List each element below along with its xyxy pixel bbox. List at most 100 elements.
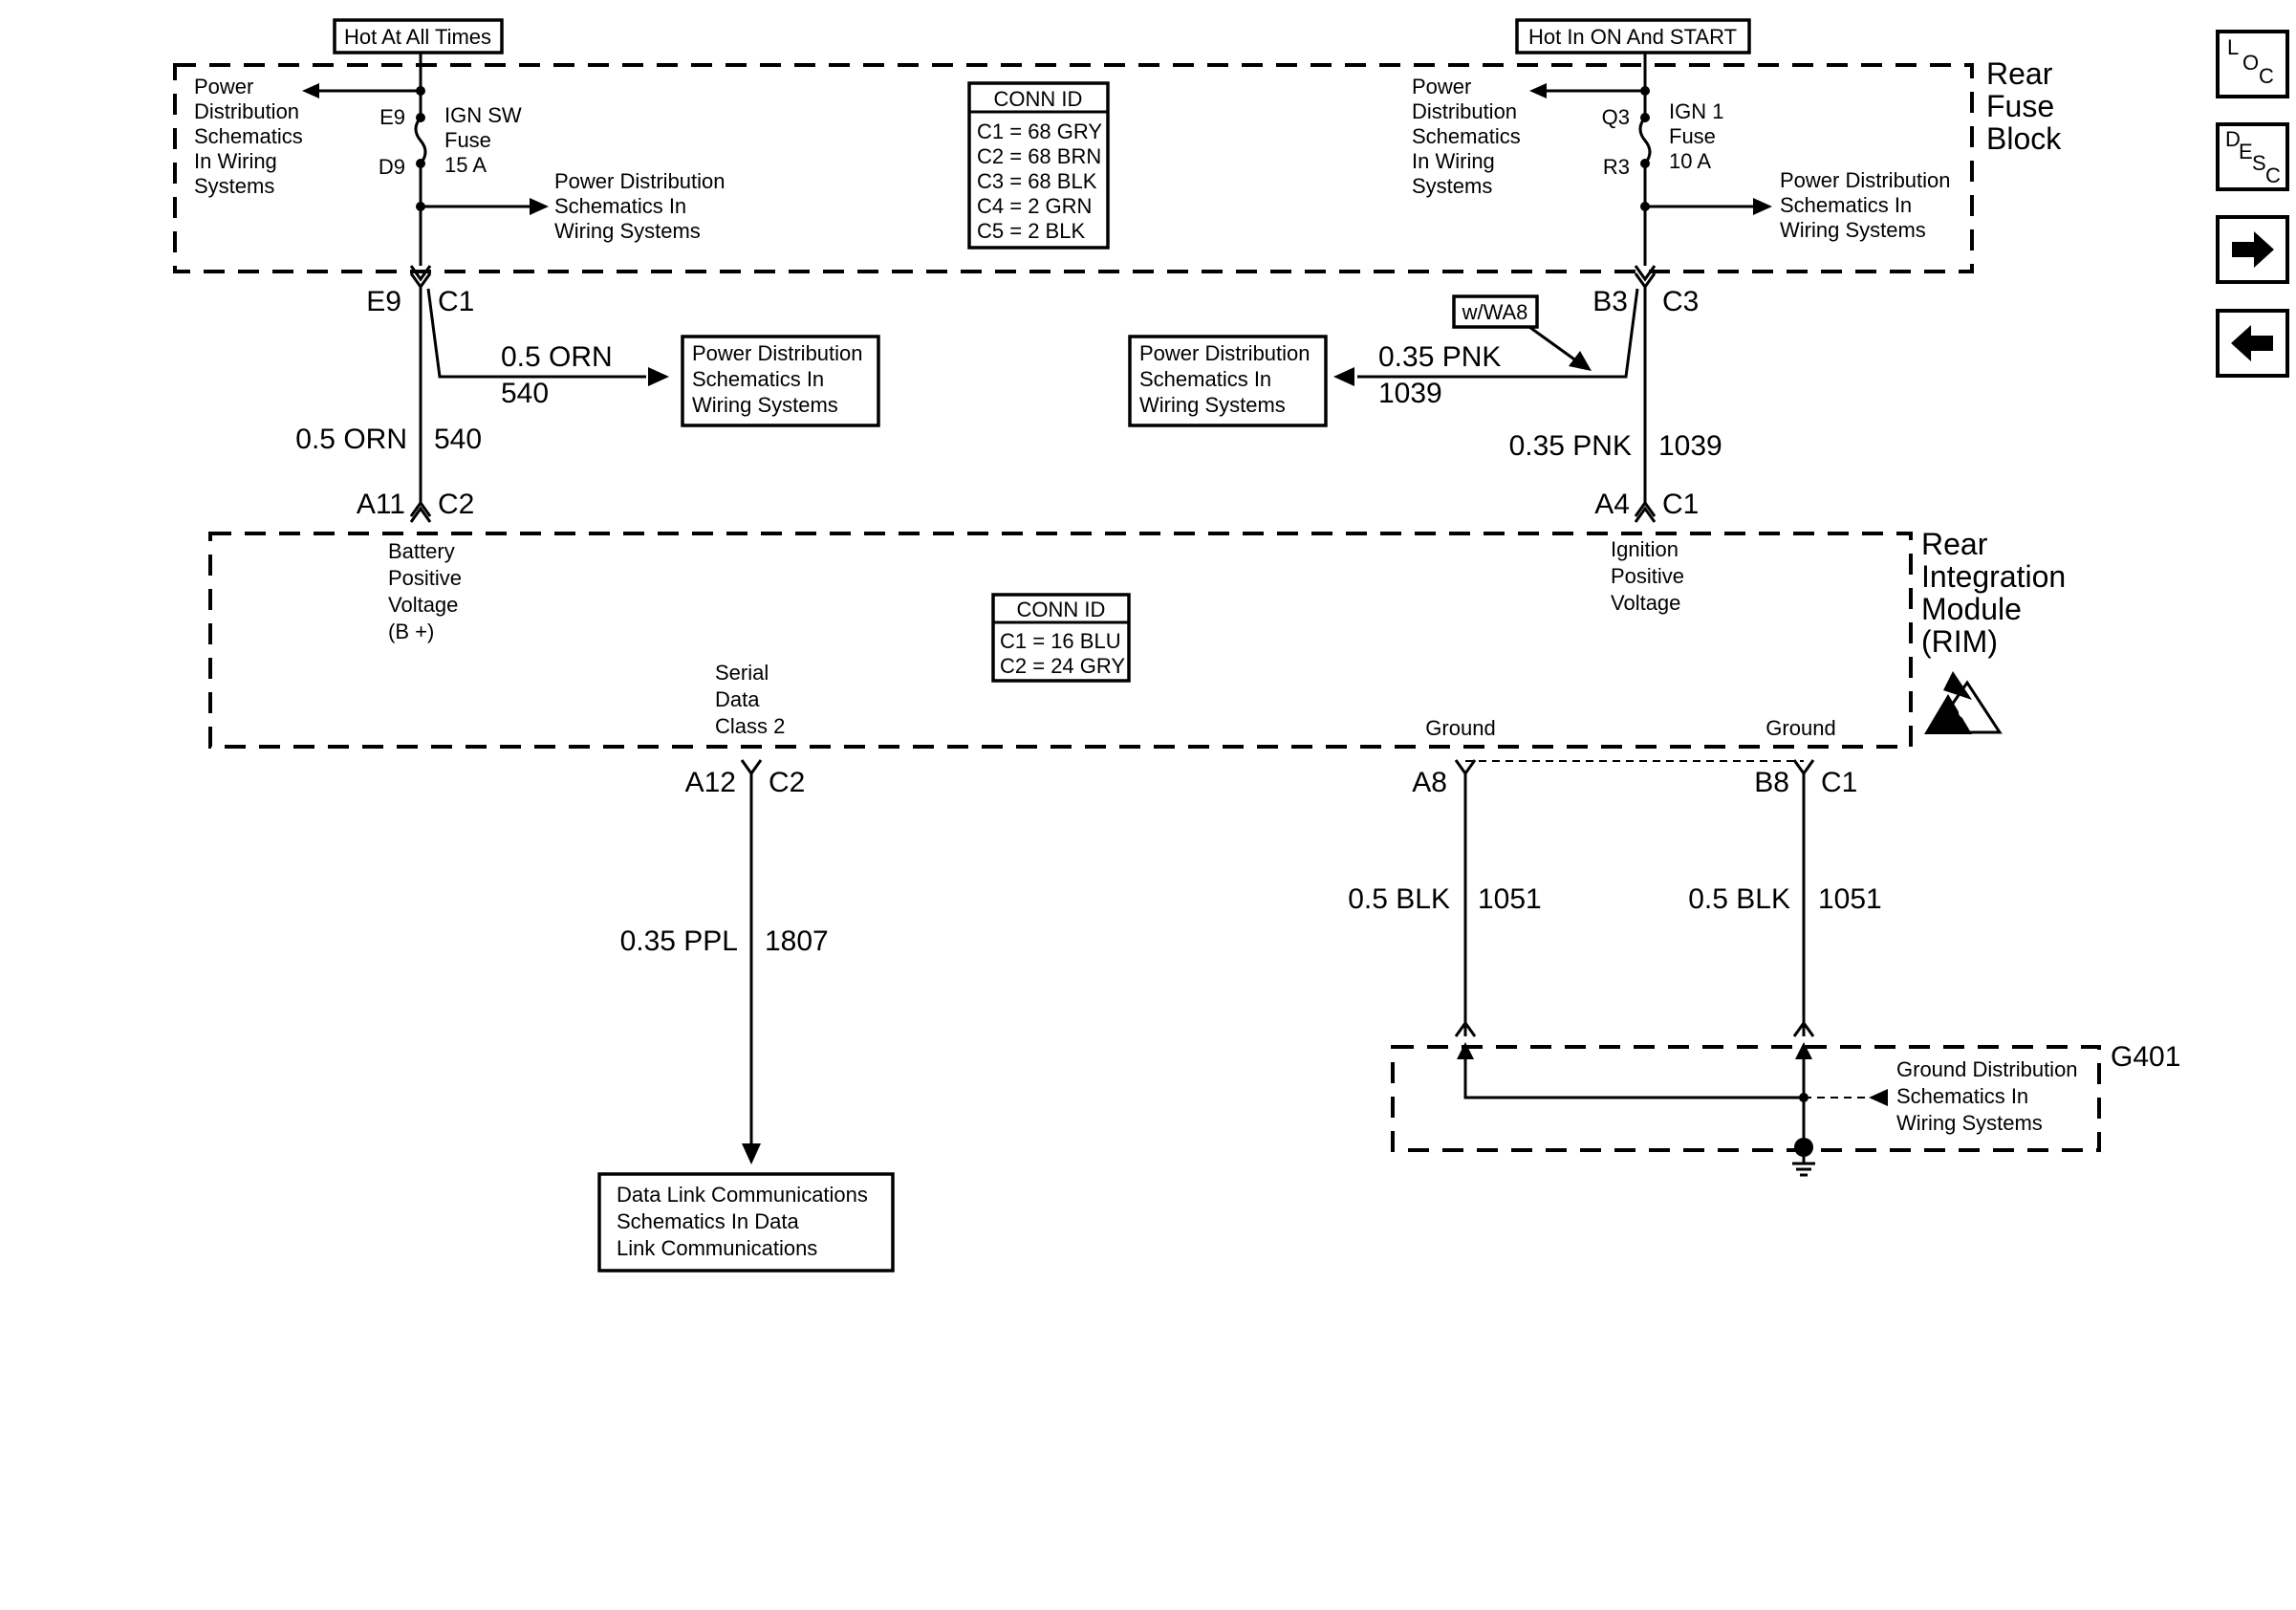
wire-540-main-gauge: 0.5 ORN bbox=[295, 424, 407, 455]
loc-button[interactable]: L O C bbox=[2216, 30, 2289, 98]
connector-b8-pin: B8 bbox=[1754, 767, 1789, 798]
ground-g401: G401 Ground Distribution Schematics In W… bbox=[1391, 1041, 2180, 1177]
wire-540-branch-gauge: 0.5 ORN bbox=[501, 341, 613, 373]
esd-warning-icon bbox=[1924, 671, 2003, 734]
ref-box-text: Schematics In bbox=[692, 367, 824, 391]
fuse-block-conn-id-row: C2 = 68 BRN bbox=[977, 144, 1101, 168]
left-arrow-icon bbox=[2231, 325, 2273, 361]
ign-1-out-text: Schematics In bbox=[1780, 193, 1912, 217]
ref-box-text: Link Communications bbox=[617, 1236, 817, 1260]
wire-1807-circuit: 1807 bbox=[765, 925, 829, 957]
rim-ignition-text: Positive bbox=[1611, 564, 1684, 588]
rim-label-3: Module bbox=[1921, 592, 2022, 626]
ign-1-out-text: Wiring Systems bbox=[1780, 218, 1926, 242]
connector-b3-pin: B3 bbox=[1592, 286, 1628, 317]
ign-sw-fuse-name: 15 A bbox=[444, 153, 487, 177]
rim-outline bbox=[208, 532, 1913, 749]
wire-540-branch-circuit: 540 bbox=[501, 378, 549, 409]
rim-conn-id-row: C1 = 16 BLU bbox=[1000, 629, 1121, 653]
ign-sw-feed-text: Distribution bbox=[194, 99, 299, 123]
rim-ground-a-text: Ground bbox=[1425, 716, 1495, 740]
ign-1-feed-text: Distribution bbox=[1412, 99, 1517, 123]
next-arrow-button[interactable] bbox=[2216, 215, 2289, 284]
desc-letter: D bbox=[2225, 127, 2241, 151]
ign-1-feed-text: Power bbox=[1412, 75, 1471, 98]
connector-c1-ground-label: C1 bbox=[1821, 767, 1857, 798]
rear-fuse-block-outline bbox=[173, 63, 1974, 273]
rear-integration-module: Rear Integration Module (RIM) Battery Po… bbox=[208, 527, 2066, 749]
ign-sw-fuse-pin-top: E9 bbox=[379, 105, 405, 129]
wire-1039-branch-gauge: 0.35 PNK bbox=[1378, 341, 1501, 373]
rear-fuse-block-label-1: Rear bbox=[1986, 56, 2053, 91]
rim-battery-text: Voltage bbox=[388, 593, 458, 617]
rear-fuse-block: Rear Fuse Block bbox=[173, 56, 2062, 273]
connector-a12-pin: A12 bbox=[685, 767, 736, 798]
ground-text: Wiring Systems bbox=[1896, 1111, 2043, 1135]
connector-e9-pin: E9 bbox=[366, 286, 401, 317]
ign-sw-out-text: Wiring Systems bbox=[554, 219, 701, 243]
hot-label-left-text: Hot At All Times bbox=[344, 25, 491, 49]
loc-letter: L bbox=[2227, 35, 2239, 59]
ign-sw-feed-text: Schematics bbox=[194, 124, 303, 148]
ref-box-power-distribution-right[interactable]: Power Distribution Schematics In Wiring … bbox=[1128, 335, 1328, 427]
circuit-1039: B3 C3 0.35 PNK 1039 0.35 PNK 1039 A4 C1 … bbox=[1333, 265, 1722, 523]
ref-box-data-link[interactable]: Data Link Communications Schematics In D… bbox=[597, 1172, 895, 1273]
ref-box-text: Power Distribution bbox=[1139, 341, 1310, 365]
ign-1-fuse: Q3 R3 IGN 1 Fuse 10 A Power Distribution… bbox=[1412, 53, 1951, 266]
wire-1039-branch-circuit: 1039 bbox=[1378, 378, 1442, 409]
rim-ignition-text: Ignition bbox=[1611, 537, 1679, 561]
desc-button[interactable]: D E S C bbox=[2216, 122, 2289, 191]
ign-sw-out-text: Power Distribution bbox=[554, 169, 726, 193]
loc-letter: C bbox=[2259, 64, 2274, 88]
desc-letter: C bbox=[2265, 163, 2281, 187]
ref-box-text: Wiring Systems bbox=[1139, 393, 1286, 417]
desc-letter: E bbox=[2239, 140, 2253, 163]
ign-sw-out-text: Schematics In bbox=[554, 194, 686, 218]
wire-1807-gauge: 0.35 PPL bbox=[620, 925, 738, 957]
rear-fuse-block-label-2: Fuse bbox=[1986, 89, 2054, 123]
rear-fuse-block-label-3: Block bbox=[1986, 121, 2062, 156]
rim-battery-text: Battery bbox=[388, 539, 455, 563]
right-arrow-icon bbox=[2232, 231, 2274, 268]
ign-sw-feed-text: In Wiring bbox=[194, 149, 277, 173]
connector-c1-label: C1 bbox=[438, 286, 474, 317]
ign-1-fuse-name: 10 A bbox=[1669, 149, 1711, 173]
ign-1-fuse-name: IGN 1 bbox=[1669, 99, 1723, 123]
ground-g401-outline bbox=[1391, 1045, 2101, 1152]
wire-1039-main-circuit: 1039 bbox=[1658, 430, 1722, 462]
connector-c2-label: C2 bbox=[438, 489, 474, 520]
rim-ignition-text: Voltage bbox=[1611, 591, 1680, 615]
fuse-block-conn-id: CONN ID C1 = 68 GRY C2 = 68 BRN C3 = 68 … bbox=[967, 81, 1110, 250]
fuse-block-conn-id-row: C1 = 68 GRY bbox=[977, 120, 1102, 143]
wire-1051-b-circuit: 1051 bbox=[1818, 883, 1882, 915]
hot-label-left: Hot At All Times bbox=[333, 18, 504, 54]
circuit-1807: A12 C2 0.35 PPL 1807 bbox=[620, 759, 829, 1164]
ign-1-fuse-pin-top: Q3 bbox=[1602, 105, 1630, 129]
rim-label-2: Integration bbox=[1921, 559, 2066, 594]
connector-a11-pin: A11 bbox=[357, 489, 405, 520]
ign-sw-fuse: E9 D9 IGN SW Fuse 15 A Power Distributio… bbox=[194, 53, 726, 266]
wire-1051-a-circuit: 1051 bbox=[1478, 883, 1542, 915]
prev-arrow-button[interactable] bbox=[2216, 309, 2289, 378]
ground-g401-label: G401 bbox=[2111, 1041, 2180, 1073]
ign-sw-fuse-name: IGN SW bbox=[444, 103, 522, 127]
fuse-block-conn-id-row: C5 = 2 BLK bbox=[977, 219, 1085, 243]
circuit-540: E9 C1 0.5 ORN 540 0.5 ORN 540 A11 C2 bbox=[295, 265, 669, 523]
ref-box-text: Schematics In bbox=[1139, 367, 1271, 391]
rim-label-4: (RIM) bbox=[1921, 624, 1998, 659]
rim-ground-b-text: Ground bbox=[1765, 716, 1835, 740]
rim-battery-text: (B +) bbox=[388, 620, 434, 643]
connector-c2-serial-label: C2 bbox=[769, 767, 805, 798]
rim-battery-text: Positive bbox=[388, 566, 462, 590]
option-tag-wa8: w/WA8 bbox=[1462, 300, 1528, 324]
ign-1-fuse-name: Fuse bbox=[1669, 124, 1716, 148]
ign-sw-feed-text: Systems bbox=[194, 174, 274, 198]
ref-box-text: Data Link Communications bbox=[617, 1183, 868, 1207]
ref-box-text: Schematics In Data bbox=[617, 1209, 800, 1233]
ref-box-power-distribution-left[interactable]: Power Distribution Schematics In Wiring … bbox=[681, 335, 880, 427]
fuse-block-conn-id-title: CONN ID bbox=[994, 87, 1083, 111]
connector-c3-label: C3 bbox=[1662, 286, 1699, 317]
fuse-block-conn-id-row: C3 = 68 BLK bbox=[977, 169, 1097, 193]
circuit-1051: A8 0.5 BLK 1051 B8 C1 0.5 BLK 1051 bbox=[1348, 759, 1882, 1037]
connector-c1-rim-label: C1 bbox=[1662, 489, 1699, 520]
